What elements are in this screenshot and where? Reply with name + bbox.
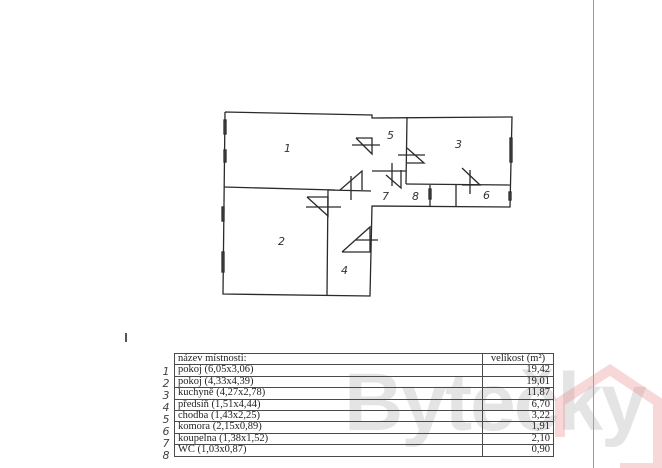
- row-number: 6: [162, 425, 170, 438]
- table-row: WC (1,03x0,87)0,90: [174, 444, 554, 457]
- room-name: chodba (1,43x2,25): [174, 410, 483, 423]
- room-label-8: 8: [412, 190, 419, 203]
- room-size: 19,42: [482, 364, 554, 377]
- scan-mark: [125, 333, 127, 342]
- rooms-table: název místnosti: velikost (m²) pokoj (6,…: [174, 352, 554, 457]
- header-room-name: název místnosti:: [174, 352, 483, 366]
- row-number: 4: [162, 401, 170, 414]
- room-size: 2,10: [482, 432, 554, 446]
- row-number: 7: [162, 437, 170, 450]
- room-label-1: 1: [284, 142, 291, 155]
- room-size: 19,01: [482, 375, 554, 389]
- row-number: 1: [162, 365, 170, 378]
- room-name: předsíň (1,51x4,44): [174, 398, 483, 412]
- room-size: 0,90: [482, 444, 554, 457]
- table-row: předsíň (1,51x4,44)6,70: [174, 398, 554, 412]
- row-number: 2: [162, 377, 170, 390]
- room-name: pokoj (4,33x4,39): [174, 375, 483, 389]
- room-label-6: 6: [483, 189, 490, 202]
- table-row: pokoj (4,33x4,39)19,01: [174, 375, 554, 389]
- room-size: 3,22: [482, 410, 554, 423]
- row-number: 3: [162, 389, 170, 402]
- room-label-5: 5: [387, 129, 394, 142]
- room-name: kuchyně (4,27x2,78): [174, 387, 483, 400]
- room-size: 6,70: [482, 398, 554, 412]
- table-row: chodba (1,43x2,25)3,22: [174, 410, 554, 423]
- table-row: kuchyně (4,27x2,78)11,87: [174, 387, 554, 400]
- row-number: 8: [162, 449, 170, 462]
- room-name: komora (2,15x0,89): [174, 421, 483, 434]
- header-size: velikost (m²): [482, 352, 554, 366]
- table-row: koupelna (1,38x1,52)2,10: [174, 432, 554, 446]
- table-row: komora (2,15x0,89)1,91: [174, 421, 554, 434]
- table-row: pokoj (6,05x3,06)19,42: [174, 364, 554, 377]
- row-number: 5: [162, 413, 170, 426]
- room-label-7: 7: [382, 190, 389, 203]
- room-name: pokoj (6,05x3,06): [174, 364, 483, 377]
- room-name: koupelna (1,38x1,52): [174, 432, 483, 446]
- table-header-row: název místnosti: velikost (m²): [174, 352, 554, 366]
- room-name: WC (1,03x0,87): [174, 444, 483, 457]
- page-edge-line: [593, 0, 594, 468]
- room-size: 11,87: [482, 387, 554, 400]
- room-size: 1,91: [482, 421, 554, 434]
- room-label-2: 2: [278, 235, 285, 248]
- room-label-4: 4: [341, 264, 348, 277]
- room-label-3: 3: [455, 138, 462, 151]
